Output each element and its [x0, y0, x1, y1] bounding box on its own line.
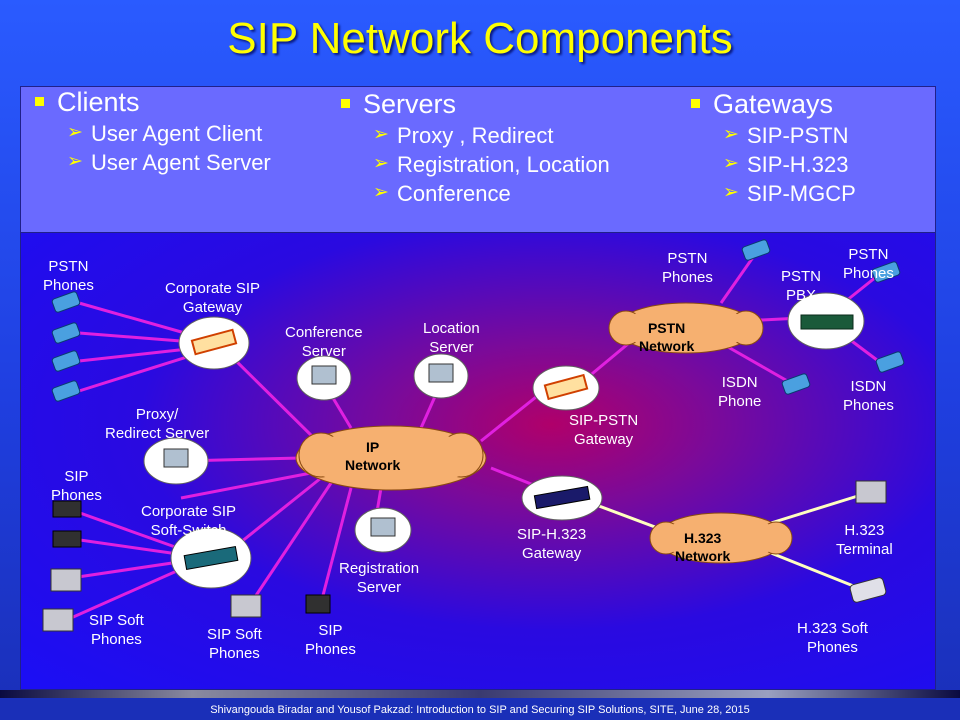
- gateway-icon: [533, 485, 591, 510]
- device-glyphs: [163, 314, 854, 570]
- h323-terminal-icon: [855, 480, 887, 504]
- pbx-icon: [800, 314, 854, 330]
- summary-panel: Clients User Agent Client User Agent Ser…: [20, 86, 936, 234]
- phone-icon: [51, 322, 81, 344]
- phone-icon: [51, 291, 81, 313]
- link: [720, 341, 792, 385]
- clients-item: User Agent Client: [21, 121, 321, 147]
- link: [480, 391, 542, 443]
- diagram-links: [42, 239, 905, 632]
- pc-icon: [42, 608, 74, 632]
- ip-phone-icon: [52, 500, 82, 518]
- clients-heading: Clients: [21, 87, 321, 118]
- monitor-icon: [311, 365, 337, 385]
- clients-column: Clients User Agent Client User Agent Ser…: [21, 87, 321, 176]
- pstn-network-cloud: [608, 302, 764, 354]
- phone-icon: [781, 373, 811, 395]
- gateways-item: SIP-H.323: [677, 152, 927, 178]
- pc-icon: [230, 594, 262, 618]
- servers-column: Servers Proxy , Redirect Registration, L…: [327, 89, 687, 207]
- ip-phone-icon: [305, 594, 331, 614]
- phone-icon: [871, 261, 901, 283]
- footer-divider: [0, 690, 960, 698]
- switch-icon: [183, 546, 239, 570]
- servers-item: Conference: [327, 181, 687, 207]
- link: [249, 482, 333, 604]
- ip-phone-glyphs: [52, 500, 331, 614]
- ip-phone-icon: [52, 530, 82, 548]
- link: [770, 493, 862, 525]
- gateways-heading: Gateways: [677, 89, 927, 120]
- router-icon: [190, 328, 238, 356]
- phone-glyphs: [51, 239, 905, 402]
- slide-title: SIP Network Components: [227, 14, 733, 63]
- servers-item: Registration, Location: [327, 152, 687, 178]
- servers-heading: Servers: [327, 89, 687, 120]
- phone-icon: [875, 351, 905, 373]
- monitor-icon: [428, 363, 454, 383]
- gateways-item: SIP-PSTN: [677, 123, 927, 149]
- link: [180, 471, 312, 500]
- link: [319, 487, 353, 604]
- gateways-column: Gateways SIP-PSTN SIP-H.323 SIP-MGCP: [677, 89, 927, 207]
- phone-icon: [741, 239, 771, 261]
- label-proxy-server: Proxy/Redirect Server: [105, 406, 210, 442]
- monitor-icon: [163, 448, 189, 468]
- footer-citation: Shivangouda Biradar and Yousof Pakzad: I…: [0, 700, 960, 720]
- h323-network-cloud: [649, 512, 793, 564]
- phone-icon: [51, 350, 81, 372]
- soft-phone-icon: [849, 577, 887, 603]
- link: [224, 349, 323, 447]
- pc-glyphs: [42, 480, 887, 632]
- ip-network-cloud: [295, 425, 487, 491]
- servers-item: Proxy , Redirect: [327, 123, 687, 149]
- clients-item: User Agent Server: [21, 150, 321, 176]
- gateways-item: SIP-MGCP: [677, 181, 927, 207]
- monitor-icon: [370, 517, 396, 537]
- phone-icon: [51, 380, 81, 402]
- router-icon: [543, 373, 589, 401]
- pc-icon: [50, 568, 82, 592]
- link: [719, 252, 758, 304]
